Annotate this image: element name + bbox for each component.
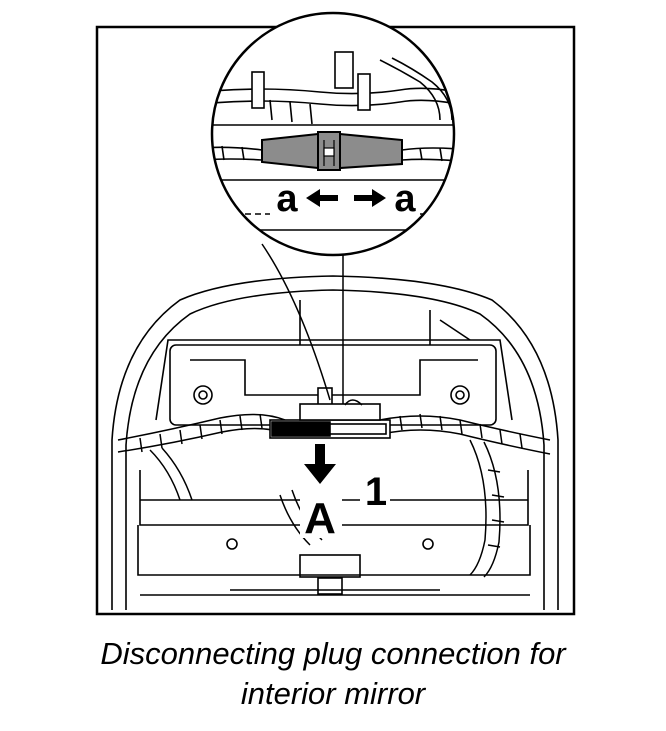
arrow-left-icon [306,189,338,207]
part-number-callout: 1 [360,470,390,514]
mirror-mount-area [111,275,559,610]
wire-harness-right [379,413,551,578]
callout-label-right: a [394,178,416,220]
separation-arrows [306,189,386,207]
direction-label: A [304,494,336,543]
figure-caption: Disconnecting plug connection for interi… [0,634,666,714]
plug-connector [261,131,403,171]
arrow-down-icon [304,444,336,484]
caption-line-1: Disconnecting plug connection for [100,636,566,671]
plug-connection-installed [269,387,391,439]
direction-arrow: A [300,444,342,543]
arrow-right-icon [354,189,386,207]
callout-leader-lines [261,243,344,404]
callout-label-left: a [276,178,298,220]
caption-line-2: interior mirror [240,676,426,711]
detail-callout: a a [210,11,456,257]
part-number-label: 1 [365,470,387,514]
diagram-illustration: a a A 1 [95,11,576,616]
